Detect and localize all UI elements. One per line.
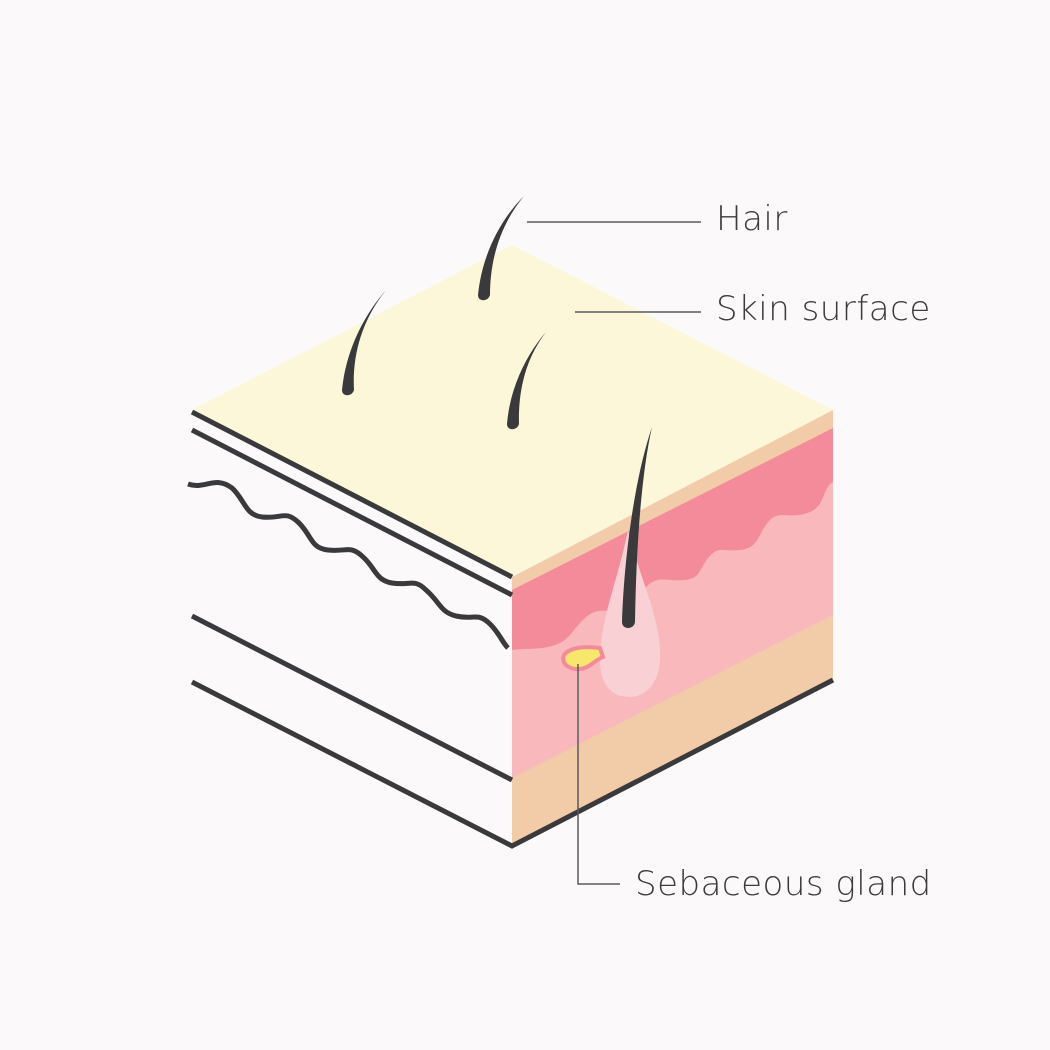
outline-line	[190, 427, 514, 598]
outline-line	[190, 613, 514, 783]
wavy-outline	[187, 480, 510, 650]
label-hair: Hair	[716, 199, 788, 239]
outline-bottom	[190, 677, 835, 849]
hair-strand	[507, 332, 546, 430]
outline-line	[190, 409, 514, 580]
hair-strand	[342, 290, 386, 396]
label-sebaceous-gland: Sebaceous gland	[635, 864, 932, 904]
gland-leader-line	[577, 664, 620, 885]
label-skin-surface: Skin surface	[716, 289, 931, 329]
epidermis-layer	[512, 428, 833, 650]
sebaceous-gland	[561, 645, 606, 672]
follicle-hair	[622, 427, 652, 628]
hair-strand	[478, 196, 524, 301]
